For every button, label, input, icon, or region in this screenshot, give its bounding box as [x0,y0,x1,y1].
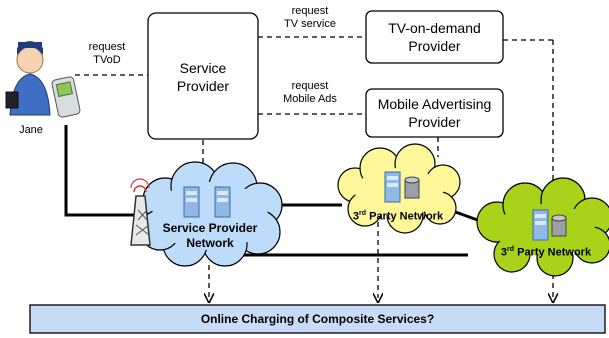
service-provider-box [147,12,259,140]
mobile-phone-icon [51,76,81,118]
charging-bar [29,304,606,334]
ordinal: 3 [500,246,508,259]
server-icon [532,209,549,241]
user-name-label: Jane [19,124,43,136]
box-line: Provider [408,114,461,130]
database-icon [404,176,420,199]
server-icon [384,171,401,203]
tv-provider-label: TV-on-demand Provider [366,19,503,55]
third-party-network-label-1: 3rd Party Network [338,207,458,224]
third-party-network-label-2: 3rd Party Network [486,243,606,260]
box-line: Provider [176,78,230,94]
message-label-tvod: request TVoD [78,41,136,67]
network-name: Party Network [514,246,592,259]
sp-network-label: Service Provider Network [150,221,270,251]
network-name: Party Network [366,210,444,223]
message-line: request [88,41,126,53]
box-line: Mobile Advertising [377,96,492,112]
network-line: Network [186,236,234,250]
charging-label: Online Charging of Composite Services? [200,312,435,326]
ordinal: 3 [352,210,360,223]
server-icon [183,186,200,218]
database-icon [551,214,567,237]
box-line: TV-on-demand [388,20,481,36]
box-line: Provider [408,38,461,54]
user-avatar-icon [5,41,51,116]
network-line: Service Provider [162,221,258,235]
dashed-links [75,36,553,298]
message-line: TV service [284,18,336,30]
ads-provider-box [365,88,504,138]
message-line: Mobile Ads [283,93,337,105]
message-line: request [291,5,329,17]
antenna-icon [130,178,151,246]
message-line: TVoD [93,54,121,66]
link-phone-to-antenna [64,125,135,217]
message-label-ads: request Mobile Ads [270,80,350,106]
box-line: Service [179,60,227,76]
server-icon [214,186,231,218]
message-line: request [291,80,329,92]
tv-provider-box [365,10,504,64]
ordinal-suffix: rd [359,210,367,217]
ordinal-suffix: rd [507,246,515,253]
service-provider-label: Service Provider [148,59,258,95]
ads-provider-label: Mobile Advertising Provider [366,95,503,131]
message-label-tv: request TV service [270,5,350,31]
